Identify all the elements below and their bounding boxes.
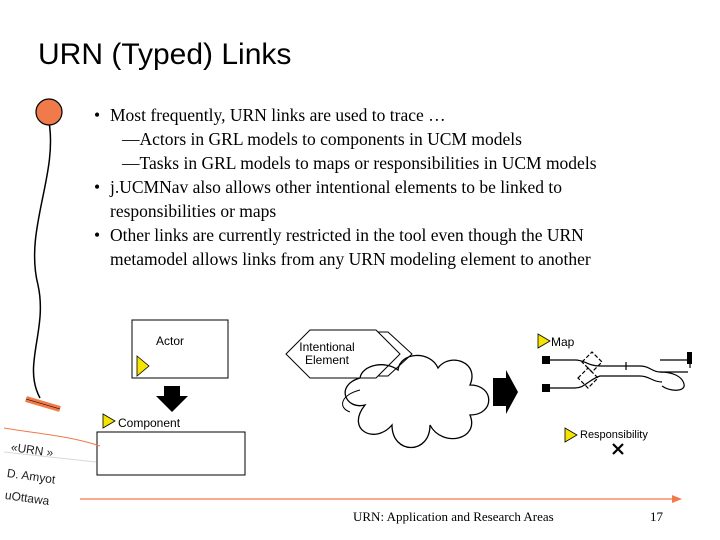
bullet-list: •Most frequently, URN links are used to … bbox=[92, 103, 692, 271]
map-label: Map bbox=[551, 335, 575, 349]
responsibility-link-arrow bbox=[564, 427, 578, 443]
down-arrow bbox=[156, 386, 188, 412]
actor-box bbox=[131, 319, 229, 379]
page-number: 17 bbox=[650, 509, 663, 524]
thread-line bbox=[32, 121, 52, 399]
slide-title: URN (Typed) Links bbox=[38, 38, 292, 71]
intentional-element-label: Intentional Element bbox=[299, 340, 355, 367]
responsibility-label: Responsibility bbox=[580, 429, 648, 441]
map-loop bbox=[659, 371, 685, 391]
component-link-arrow bbox=[102, 413, 116, 429]
bullet-item: •Most frequently, URN links are used to … bbox=[94, 105, 446, 125]
map-start-point bbox=[542, 356, 550, 364]
bullet-continuation: metamodel allows links from any URN mode… bbox=[110, 249, 591, 269]
bullet-continuation: responsibilities or maps bbox=[110, 201, 277, 221]
actor-label: Actor bbox=[156, 334, 185, 348]
actor-link-arrow bbox=[136, 355, 150, 377]
component-box bbox=[96, 431, 246, 476]
right-arrow bbox=[493, 370, 518, 414]
footer-arrowhead bbox=[672, 495, 682, 503]
sub-bullet: —Actors in GRL models to components in U… bbox=[122, 129, 522, 149]
map-fork bbox=[581, 351, 603, 373]
map-link-arrow bbox=[537, 333, 551, 349]
footer-text: URN: Application and Research Areas bbox=[353, 509, 554, 524]
stamp-outline bbox=[3, 427, 101, 447]
bullet-marker: • bbox=[94, 225, 101, 245]
bullet-item: •j.UCMNav also allows other intentional … bbox=[94, 177, 563, 197]
component-label: Component bbox=[118, 416, 181, 430]
bullet-marker: • bbox=[94, 105, 101, 125]
map-start-point-2 bbox=[542, 384, 550, 392]
bullet-marker: • bbox=[94, 177, 101, 197]
map-end-bar bbox=[687, 352, 692, 364]
bullet-item: •Other links are currently restricted in… bbox=[94, 225, 584, 245]
sub-bullet: —Tasks in GRL models to maps or responsi… bbox=[122, 153, 597, 173]
map-cloud-shape bbox=[344, 354, 490, 449]
thread-start-circle bbox=[35, 98, 63, 126]
responsibility-cross-icon bbox=[612, 443, 624, 455]
